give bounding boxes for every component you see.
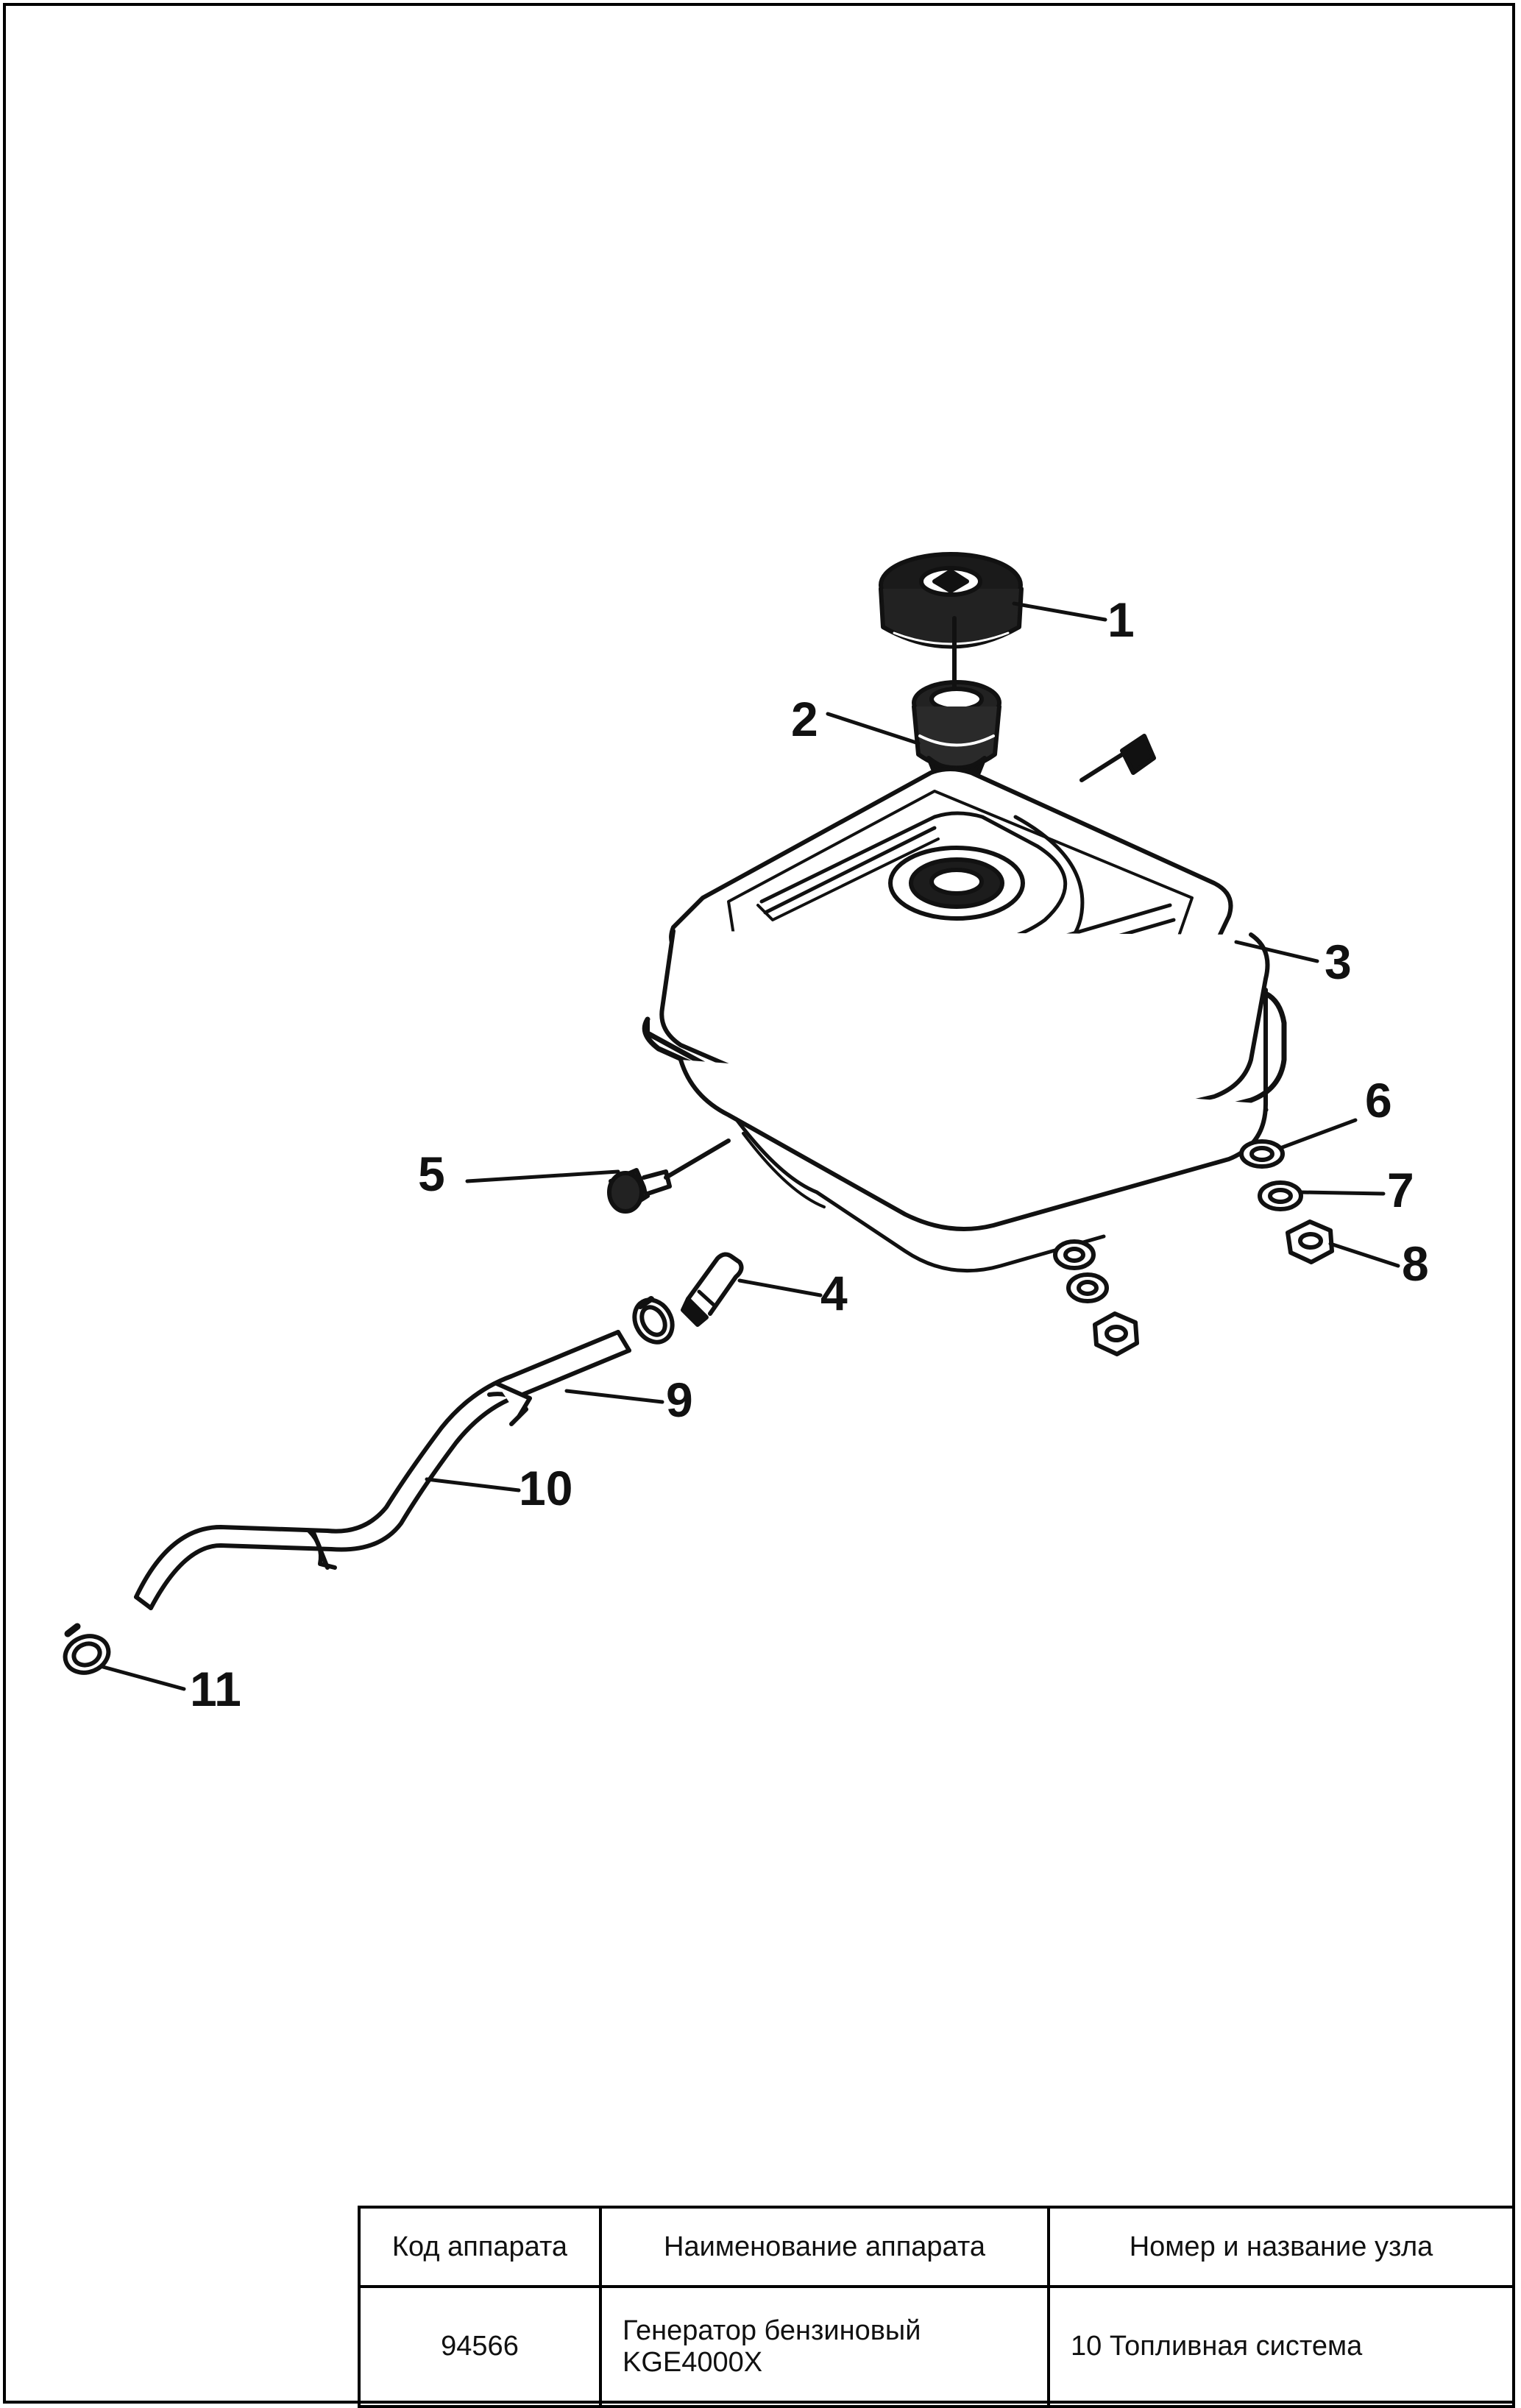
hose-clamp-lower-part [63,1623,111,1675]
fuel-tank-part [642,767,1287,1273]
header-device-code: Код аппарата [358,2206,602,2288]
exploded-parts-diagram: 1 2 3 4 5 6 7 8 9 10 11 [63,552,1429,1716]
header-device-name: Наименование аппарата [599,2206,1050,2288]
drain-bolt-part [607,1139,731,1214]
callout-10: 10 [519,1461,572,1515]
header-unit-name: Номер и название узла [1047,2206,1515,2288]
washer-6-part [1239,1139,1285,1169]
callout-7: 7 [1387,1163,1414,1217]
leader-lines [101,601,1400,1691]
value-device-name: Генератор бензиновый KGE4000X [599,2285,1050,2408]
fuel-cap-part [879,552,1024,649]
hose-clamp-upper-part [632,1296,675,1345]
washer-7-part [1258,1180,1303,1211]
value-device-code: 94566 [358,2285,602,2408]
fuel-strainer-part [912,680,1001,782]
callout-9: 9 [666,1373,693,1427]
lower-washers-nut-part [1053,1239,1139,1356]
fuel-hose-part [134,1330,631,1610]
callout-11: 11 [190,1662,241,1716]
value-device-name-line1: Генератор бензиновый [623,2315,921,2346]
value-device-name-line2: KGE4000X [623,2346,763,2378]
callout-8: 8 [1402,1236,1429,1291]
callout-1: 1 [1107,592,1135,647]
callout-2: 2 [791,692,818,746]
title-block-table: Код аппарата Наименование аппарата Номер… [358,2206,1515,2408]
callout-6: 6 [1365,1073,1392,1127]
value-unit-name: 10 Топливная система [1047,2285,1515,2408]
title-block-value-row: 94566 Генератор бензиновый KGE4000X 10 Т… [358,2285,1515,2408]
callout-4: 4 [820,1266,848,1320]
callout-5: 5 [418,1147,445,1201]
title-block-header-row: Код аппарата Наименование аппарата Номер… [358,2206,1515,2288]
fuel-nozzle-part [681,1252,744,1327]
callout-3: 3 [1325,935,1352,989]
mounting-screw-part [1079,734,1156,782]
nut-8-part [1286,1219,1334,1264]
